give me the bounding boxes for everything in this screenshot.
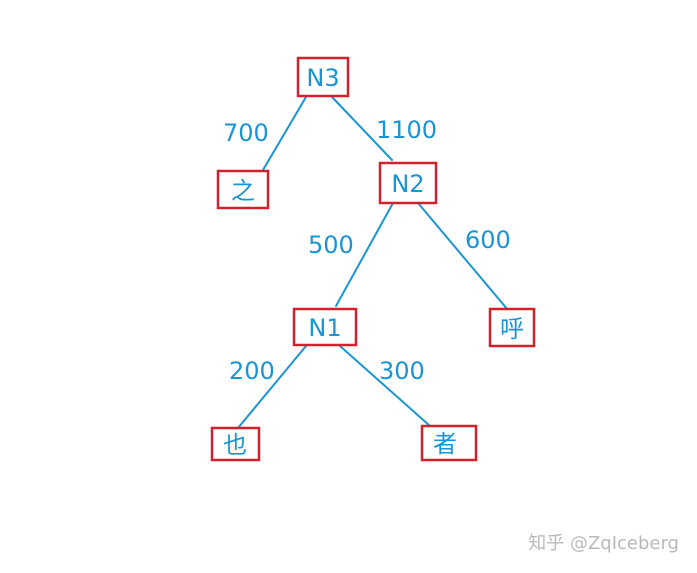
edge-label-n3-n2: 1100	[376, 116, 437, 144]
node-n2: N2	[378, 161, 438, 205]
edge-label-n1-zhe: 300	[379, 357, 425, 385]
edge-n3-n2	[331, 96, 393, 161]
node-hu: 呼	[488, 307, 536, 348]
node-ye: 也	[210, 426, 261, 462]
watermark: 知乎 @ZqIceberg	[528, 533, 679, 554]
edge-label-n1-ye: 200	[229, 357, 275, 385]
node-n1-label: N1	[308, 314, 341, 342]
edge-label-n2-hu: 600	[465, 226, 511, 254]
edge-n1-zhe	[339, 345, 431, 427]
edge-n3-zhi	[262, 96, 307, 171]
node-n1: N1	[292, 307, 358, 347]
edge-n1-ye	[237, 345, 307, 429]
edge-label-n2-n1: 500	[308, 231, 354, 259]
node-ye-label: 也	[223, 431, 247, 459]
node-zhe-label: 者	[433, 430, 457, 458]
edge-n2-hu	[417, 202, 509, 311]
node-n3-label: N3	[306, 64, 339, 92]
node-zhi-label: 之	[231, 177, 255, 205]
node-hu-label: 呼	[500, 315, 524, 343]
edge-label-n3-zhi: 700	[223, 119, 269, 147]
edge-n2-n1	[335, 202, 394, 307]
node-zhe: 者	[420, 424, 478, 462]
node-n2-label: N2	[391, 170, 424, 198]
node-n3: N3	[296, 56, 350, 98]
node-zhi: 之	[216, 169, 270, 210]
